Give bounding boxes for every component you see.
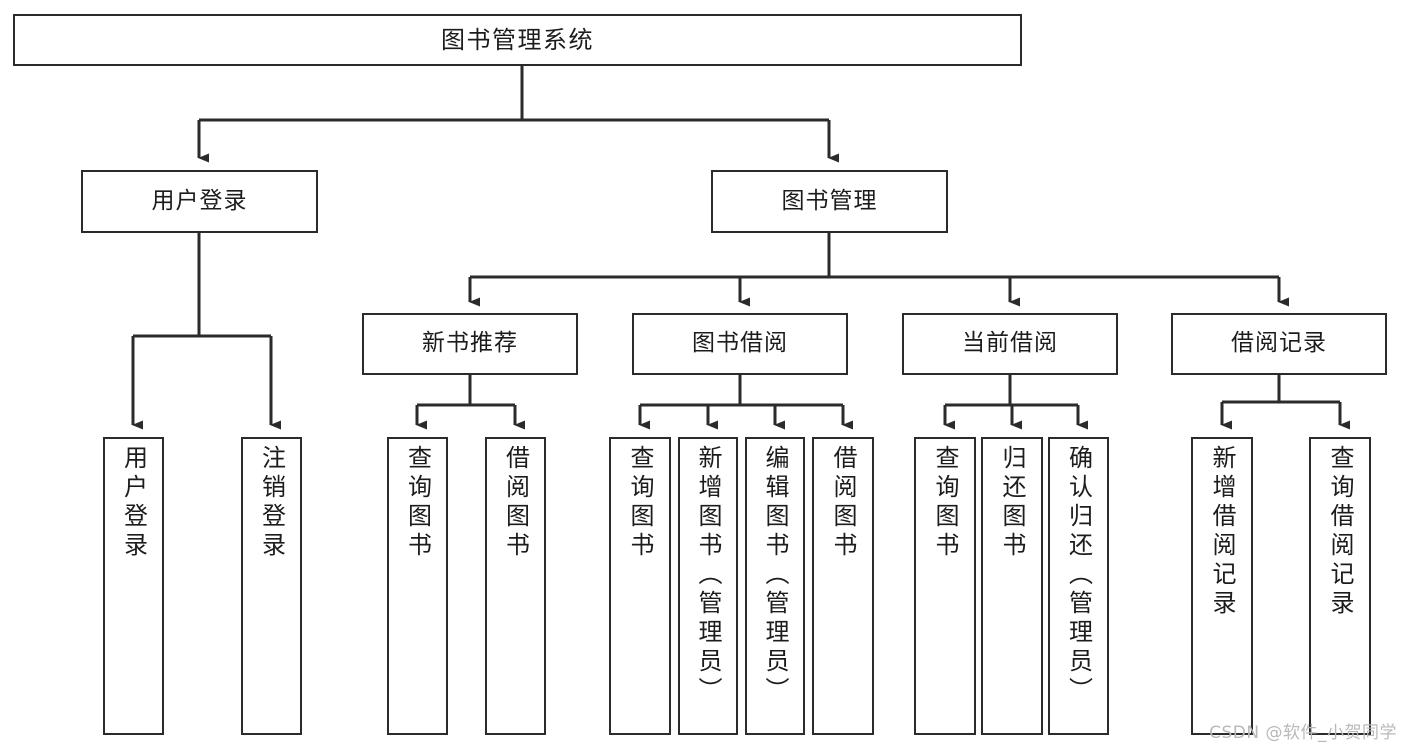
leaf-new-book-query-book[interactable]: 查询图书 <box>387 437 448 735</box>
node-label: 用户登录 <box>119 445 148 561</box>
leaf-user-login-login[interactable]: 用户登录 <box>103 437 164 735</box>
node-label: 确认归还（管理员） <box>1064 445 1093 706</box>
node-label: 图书管理系统 <box>441 25 594 54</box>
node-label: 图书借阅 <box>692 330 788 357</box>
leaf-current-borrow-query-book[interactable]: 查询图书 <box>914 437 976 735</box>
node-label: 借阅记录 <box>1231 330 1327 357</box>
node-label: 查询图书 <box>403 445 432 561</box>
leaf-book-borrow-borrow-book[interactable]: 借阅图书 <box>812 437 874 735</box>
node-label: 用户登录 <box>151 187 248 214</box>
leaf-book-borrow-query-book[interactable]: 查询图书 <box>609 437 671 735</box>
node-book-borrow[interactable]: 图书借阅 <box>632 313 848 375</box>
leaf-book-borrow-add-book-admin[interactable]: 新增图书（管理员） <box>678 437 738 735</box>
node-current-borrow[interactable]: 当前借阅 <box>902 313 1118 375</box>
leaf-current-borrow-return-book[interactable]: 归还图书 <box>981 437 1043 735</box>
node-label: 新增图书（管理员） <box>694 445 722 706</box>
node-new-book-recommend[interactable]: 新书推荐 <box>362 313 578 375</box>
leaf-book-borrow-edit-book-admin[interactable]: 编辑图书（管理员） <box>745 437 805 735</box>
leaf-user-login-logout[interactable]: 注销登录 <box>241 437 302 735</box>
leaf-current-borrow-confirm-return-admin[interactable]: 确认归还（管理员） <box>1048 437 1109 735</box>
node-root-book-management-system[interactable]: 图书管理系统 <box>13 14 1022 66</box>
node-label: 新增借阅记录 <box>1208 445 1236 619</box>
node-borrow-record[interactable]: 借阅记录 <box>1171 313 1387 375</box>
leaf-borrow-record-add-record[interactable]: 新增借阅记录 <box>1191 437 1253 735</box>
node-label: 新书推荐 <box>422 330 518 357</box>
node-user-login[interactable]: 用户登录 <box>81 170 318 233</box>
leaf-new-book-borrow-book[interactable]: 借阅图书 <box>485 437 546 735</box>
node-label: 注销登录 <box>257 445 286 561</box>
node-label: 编辑图书（管理员） <box>761 445 789 706</box>
node-label: 归还图书 <box>998 445 1026 561</box>
node-book-management[interactable]: 图书管理 <box>711 170 948 233</box>
node-label: 图书管理 <box>781 187 878 214</box>
csdn-watermark: CSDN @软件_小贺同学 <box>1209 723 1397 743</box>
leaf-borrow-record-query-record[interactable]: 查询借阅记录 <box>1309 437 1371 735</box>
node-label: 当前借阅 <box>962 330 1058 357</box>
node-label: 借阅图书 <box>501 445 530 561</box>
node-label: 借阅图书 <box>829 445 857 561</box>
node-label: 查询图书 <box>931 445 959 561</box>
node-label: 查询借阅记录 <box>1326 445 1354 619</box>
node-label: 查询图书 <box>626 445 654 561</box>
